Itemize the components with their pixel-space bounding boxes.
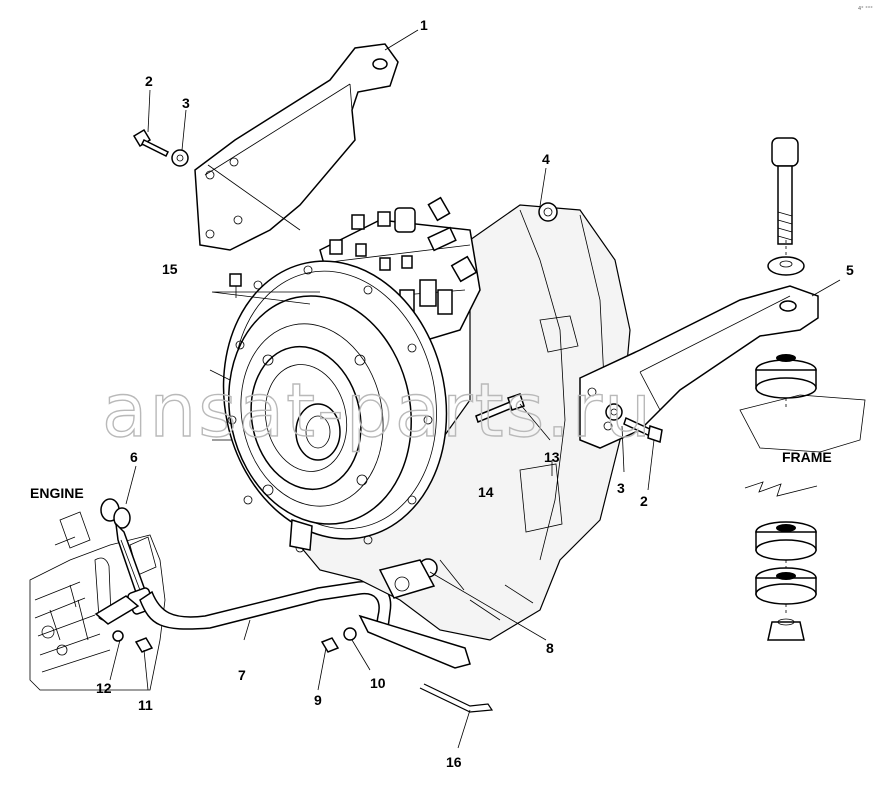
callout-2b: 2	[640, 493, 648, 509]
corner-mark: 4° °°°	[858, 6, 873, 12]
callout-3b: 3	[617, 480, 625, 496]
callout-4: 4	[542, 151, 550, 167]
callout-3: 3	[182, 95, 190, 111]
callout-11: 11	[138, 697, 153, 713]
callout-6: 6	[130, 449, 138, 465]
callout-7: 7	[238, 667, 246, 683]
bracket-upper	[194, 43, 399, 251]
callout-1: 1	[420, 17, 428, 33]
leader-lines	[109, 29, 841, 749]
callout-2: 2	[145, 73, 153, 89]
engine-label: ENGINE	[30, 485, 84, 501]
mount-bracket-right	[579, 285, 819, 449]
callout-16: 16	[446, 754, 462, 770]
frame-label: FRAME	[782, 449, 832, 465]
callout-9: 9	[314, 692, 322, 708]
bolt-right	[605, 403, 663, 443]
clip-16	[419, 683, 494, 713]
callout-12: 12	[96, 680, 112, 696]
watermark: ansat-parts.ru	[102, 368, 653, 454]
callout-8: 8	[546, 640, 554, 656]
callout-13: 13	[544, 449, 560, 465]
bolt-13	[475, 393, 525, 423]
callout-14: 14	[478, 484, 494, 500]
bolt-upper-left	[132, 128, 189, 167]
torque-converter	[209, 260, 448, 553]
callout-10: 10	[370, 675, 386, 691]
callout-5: 5	[846, 262, 854, 278]
dipstick-tube	[94, 580, 471, 669]
callout-15: 15	[162, 261, 178, 277]
mount-stack	[739, 137, 866, 641]
